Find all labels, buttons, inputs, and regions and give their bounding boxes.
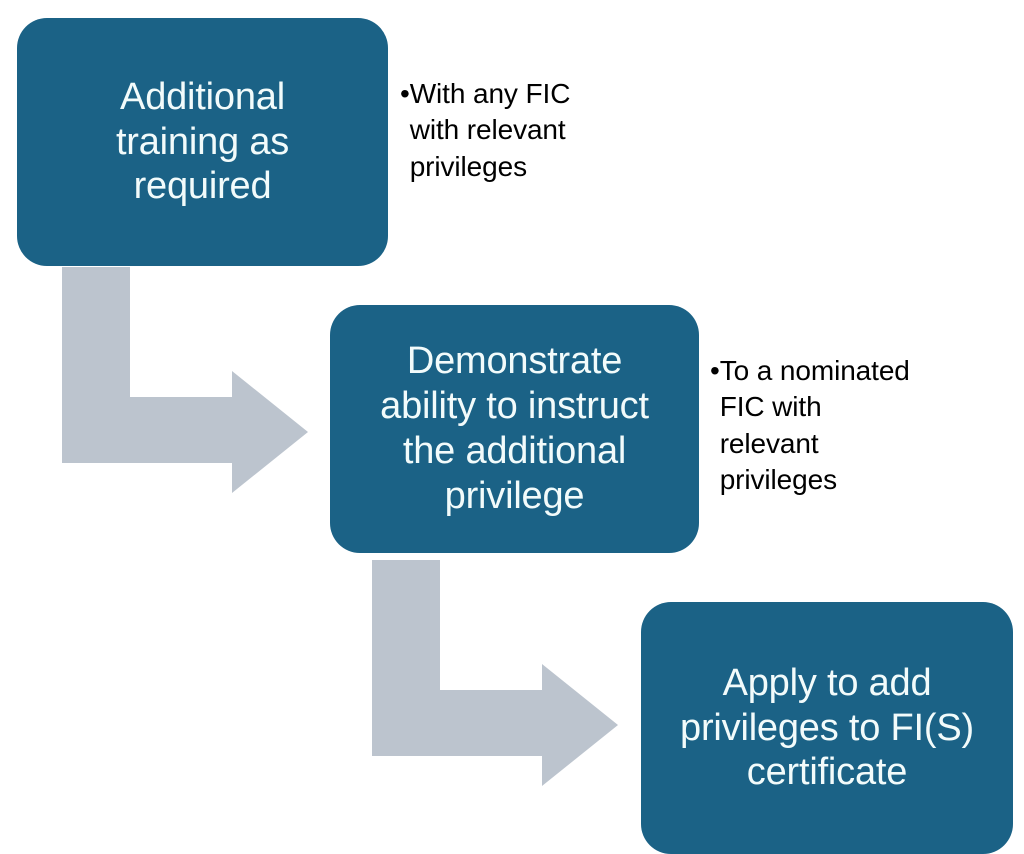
process-box-label: Apply to add privileges to FI(S) certifi… [680,661,974,794]
process-box-label: Demonstrate ability to instruct the addi… [380,340,649,517]
connector-arrow-step2-to-step3 [372,560,618,786]
note-demonstrate-ability: • To a nominated FIC with relevant privi… [710,353,962,499]
bullet-list-item: • To a nominated FIC with relevant privi… [710,353,962,499]
bullet-list-item: • With any FIC with relevant privileges [400,76,615,185]
process-box-additional-training[interactable]: Additional training as required [17,18,388,266]
process-box-label: Additional training as required [115,75,290,208]
bullet-text: With any FIC with relevant privileges [409,78,571,182]
bullet-dot-icon: • [400,78,410,109]
process-box-demonstrate-ability[interactable]: Demonstrate ability to instruct the addi… [330,305,699,553]
bullet-dot-icon: • [710,355,720,386]
bullet-text: To a nominated FIC with relevant privile… [719,355,910,496]
process-box-apply-to-add-privileges[interactable]: Apply to add privileges to FI(S) certifi… [641,602,1013,854]
connector-arrow-step1-to-step2 [62,267,308,493]
note-additional-training: • With any FIC with relevant privileges [400,76,615,185]
